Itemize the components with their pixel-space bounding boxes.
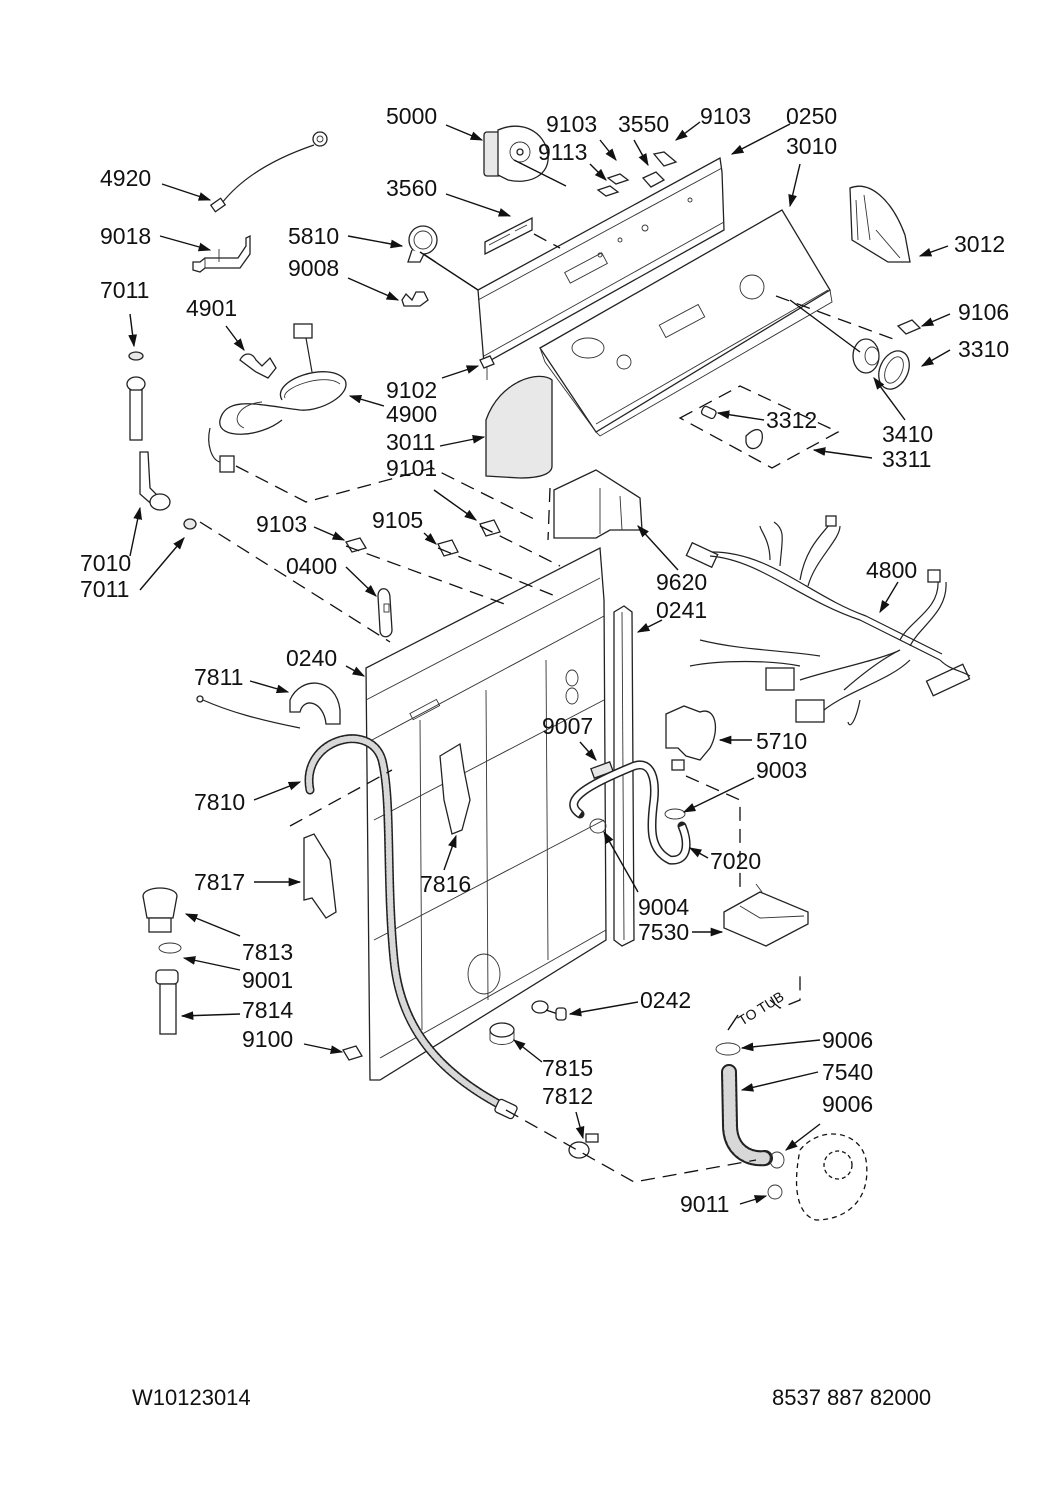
label-4920: 4920 xyxy=(100,165,151,191)
label-9100: 9100 xyxy=(242,1026,293,1052)
label-9011: 9011 xyxy=(680,1191,729,1217)
label-9620: 9620 xyxy=(656,569,707,595)
console-bracket-0250 xyxy=(477,156,725,366)
label-3310: 3310 xyxy=(958,336,1009,362)
label-7530: 7530 xyxy=(638,919,689,945)
label-9101: 9101 xyxy=(386,455,437,481)
label-7011: 7011 xyxy=(100,277,149,303)
fill-hose-7020 xyxy=(569,760,691,865)
label-3010: 3010 xyxy=(786,133,837,159)
label-7020: 7020 xyxy=(710,848,761,874)
label-5000: 5000 xyxy=(386,103,437,129)
label-3560: 3560 xyxy=(386,175,437,201)
label-3410: 3410 xyxy=(882,421,933,447)
lid-switch-bracket-0400 xyxy=(377,588,393,638)
rear-channel-0241 xyxy=(613,605,635,947)
water-valve-5710 xyxy=(665,705,717,771)
label-0400: 0400 xyxy=(286,553,337,579)
end-cap-3011 xyxy=(479,355,553,479)
hose-clip-7816 xyxy=(439,742,471,835)
part-labels: 5000 9103 3550 9103 0250 9113 3010 4920 … xyxy=(80,103,1009,1217)
pump-hose-7540 xyxy=(715,1042,868,1221)
power-cord-4900 xyxy=(208,323,347,473)
label-3550: 3550 xyxy=(618,111,669,137)
screws-top xyxy=(596,151,678,197)
hose-clip-7815 xyxy=(489,1022,515,1045)
label-9103: 9103 xyxy=(700,103,751,129)
label-3311: 3311 xyxy=(882,446,931,472)
label-9008: 9008 xyxy=(288,255,339,281)
label-9106: 9106 xyxy=(958,299,1009,325)
screw-9106 xyxy=(896,319,922,335)
screw-9100 xyxy=(342,1045,363,1061)
label-5710: 5710 xyxy=(756,728,807,754)
pressure-switch-5810 xyxy=(407,225,438,263)
label-4901: 4901 xyxy=(186,295,237,321)
inlet-tube-7010 xyxy=(126,351,197,530)
leader-arrows xyxy=(128,121,951,1205)
label-7815: 7815 xyxy=(542,1055,593,1081)
label-7816: 7816 xyxy=(420,871,471,897)
cover-9620 xyxy=(553,469,643,539)
document-code-left: W10123014 xyxy=(132,1385,251,1410)
end-cap-3012 xyxy=(849,185,911,263)
label-0242: 0242 xyxy=(640,987,691,1013)
knob-3410-3310 xyxy=(852,338,910,390)
label-7010: 7010 xyxy=(80,550,131,576)
to-tub-annotation: TO TUB xyxy=(735,988,787,1029)
label-9103: 9103 xyxy=(256,511,307,537)
label-9007: 9007 xyxy=(542,713,593,739)
ground-wire-4920 xyxy=(209,131,328,213)
label-5810: 5810 xyxy=(288,223,339,249)
label-4900: 4900 xyxy=(386,401,437,427)
label-0240: 0240 xyxy=(286,645,337,671)
label-7540: 7540 xyxy=(822,1059,873,1085)
label-7814: 7814 xyxy=(242,997,293,1023)
console-panel-3010 xyxy=(539,209,833,437)
hose-guide-7811 xyxy=(196,682,341,729)
label-0241: 0241 xyxy=(656,597,707,623)
siphon-break-7530 xyxy=(723,883,809,947)
label-7811: 7811 xyxy=(194,664,243,690)
label-7817: 7817 xyxy=(194,869,245,895)
label-9004: 9004 xyxy=(638,894,689,920)
document-code-right: 8537 887 82000 xyxy=(772,1385,931,1410)
label-0250: 0250 xyxy=(786,103,837,129)
label-3312: 3312 xyxy=(766,407,817,433)
wire-harness-4800 xyxy=(685,515,971,726)
hose-bracket-7817 xyxy=(303,833,337,919)
label-9006: 9006 xyxy=(822,1091,873,1117)
label-9103: 9103 xyxy=(546,111,597,137)
label-9102: 9102 xyxy=(386,377,437,403)
plug-0242 xyxy=(531,1000,567,1021)
label-7810: 7810 xyxy=(194,789,245,815)
label-7812: 7812 xyxy=(542,1083,593,1109)
hose-clamp-9008 xyxy=(401,291,429,307)
label-9018: 9018 xyxy=(100,223,151,249)
label-7011: 7011 xyxy=(80,576,129,602)
label-9003: 9003 xyxy=(756,757,807,783)
label-9001: 9001 xyxy=(242,967,293,993)
switch-3560 xyxy=(484,216,533,256)
standpipe-7814 xyxy=(142,887,182,1035)
timer-5000 xyxy=(483,125,549,182)
clip-9018 xyxy=(192,234,251,273)
label-9113: 9113 xyxy=(538,139,587,165)
knob-3311-3312 xyxy=(678,385,840,469)
label-3011: 3011 xyxy=(386,429,435,455)
label-4800: 4800 xyxy=(866,557,917,583)
label-9006: 9006 xyxy=(822,1027,873,1053)
label-3012: 3012 xyxy=(954,231,1005,257)
label-7813: 7813 xyxy=(242,939,293,965)
strain-relief-4901 xyxy=(239,353,277,379)
assembly-lines xyxy=(199,159,897,1183)
rear-panel-0240 xyxy=(365,546,607,1081)
label-9105: 9105 xyxy=(372,507,423,533)
